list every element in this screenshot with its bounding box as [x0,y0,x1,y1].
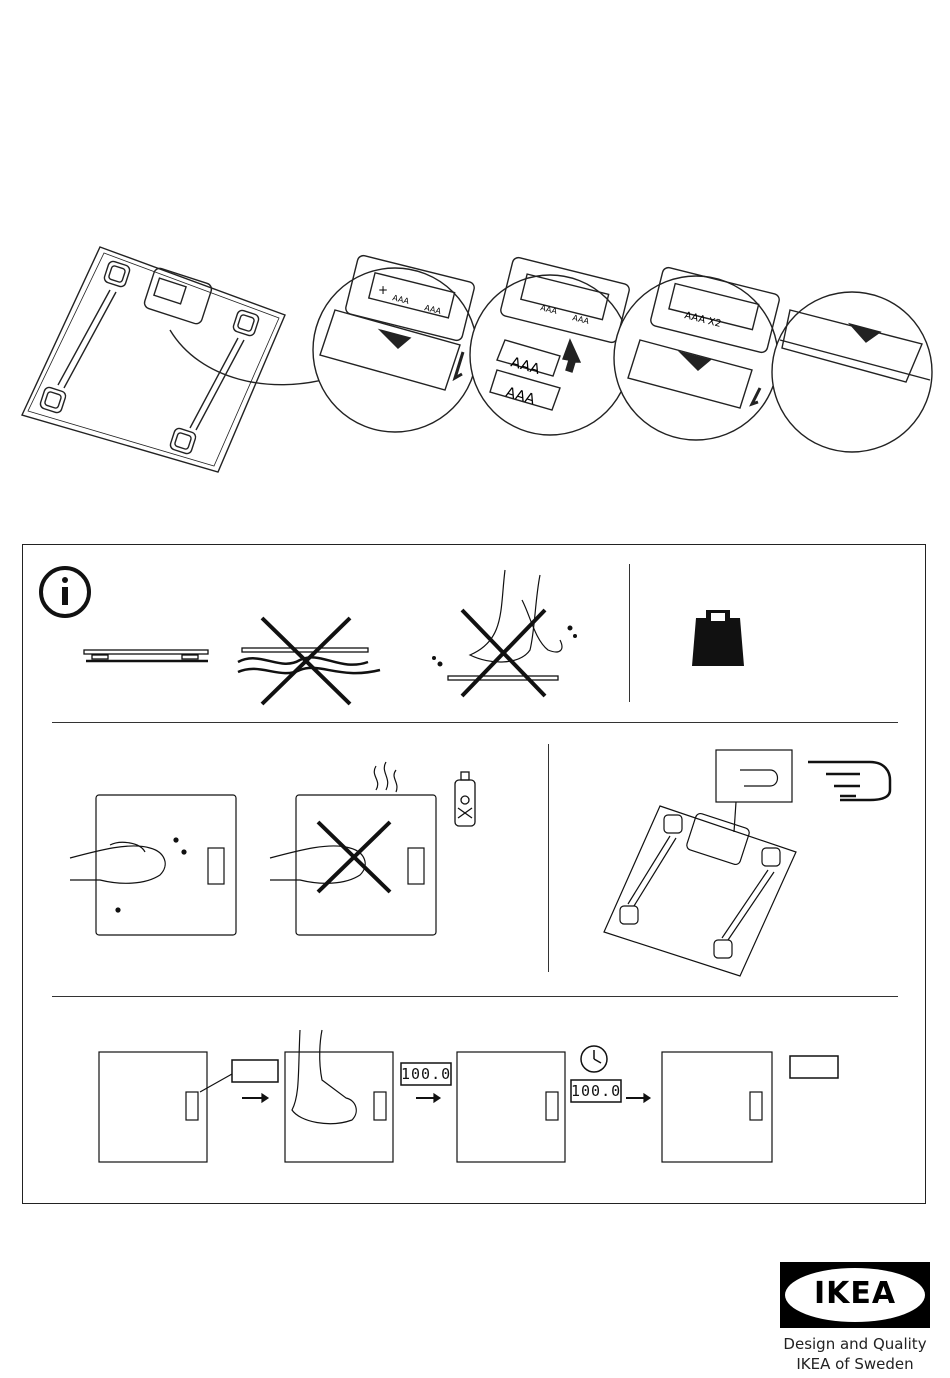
display-reading: 100.0 [571,1082,621,1100]
callout-open-cover [313,254,477,432]
scale-on-flat-floor [84,650,208,661]
poison-bottle-icon [455,772,475,826]
foot-pad [39,386,67,414]
weighing-sequence-row [22,996,926,1204]
scale-step-2 [285,1030,393,1162]
wet-feet-crossed [433,570,577,696]
placement-row [22,544,926,722]
callout-cover-closed [772,292,932,452]
foot-pad [103,260,131,288]
blank-display [790,1056,838,1078]
scale-step-3 [457,1052,565,1162]
footer-line-1: Design and Quality [770,1334,940,1354]
foot-pad [714,940,732,958]
display-reading: 100.0 [401,1065,451,1083]
cleaning-and-unit-row [22,722,926,996]
foot-pad [620,906,638,924]
scale-on-carpet-crossed [238,618,380,704]
callout-insert-batteries [470,256,630,435]
no-chemical-cleaner [270,762,475,935]
foot-pad [232,309,260,337]
callout-close-cover [614,266,780,440]
foot-pad [169,427,197,455]
scale-step-4 [662,1052,772,1162]
weight-icon [692,610,744,666]
scale-step-1 [99,1052,278,1162]
plus-sign: + [378,283,388,297]
info-icon [41,568,89,616]
pointing-hand-icon [808,762,890,800]
foot-pad [762,848,780,866]
ikea-logo-text: IKEA [780,1276,930,1311]
battery-installation-illustration: AAA AAA + AAA AAA AAA AAA AAA X2 [0,230,950,480]
clean-with-damp-cloth [70,795,236,935]
scale-perspective [22,247,330,472]
unit-switch-illustration [604,750,796,976]
clock-icon [581,1046,607,1072]
footer-line-2: IKEA of Sweden [770,1354,940,1374]
foot-pad [664,815,682,833]
